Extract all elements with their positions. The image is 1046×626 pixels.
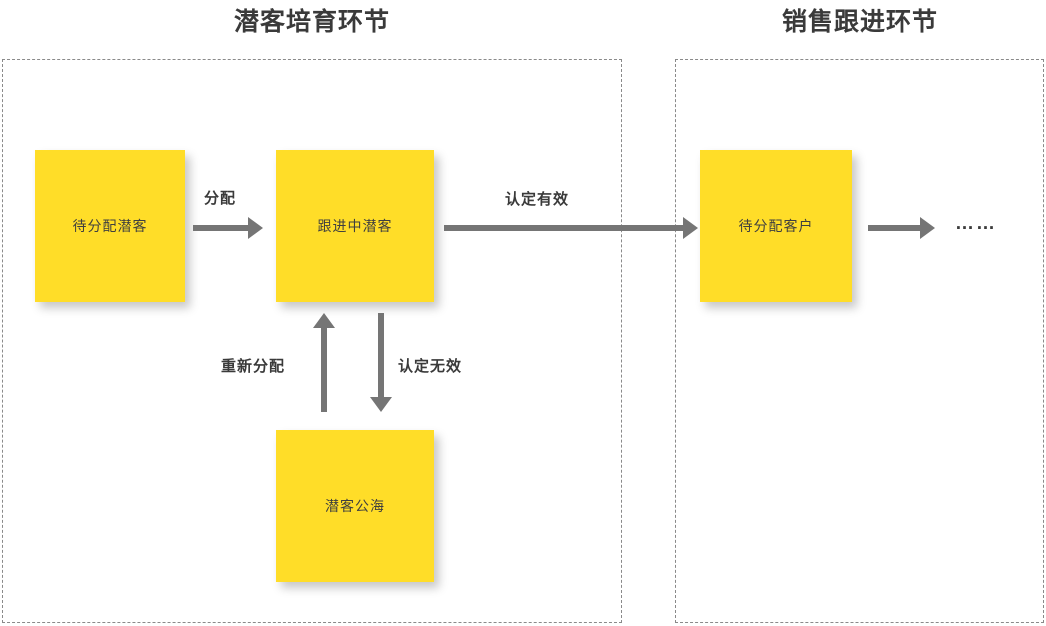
node-label-cust-unassigned: 待分配客户 <box>738 217 814 234</box>
node-label-lead-unassigned: 待分配潜客 <box>72 217 148 234</box>
arrow-invalid-icon <box>378 313 384 398</box>
node-lead-pool[interactable]: 潜客公海 <box>276 430 434 582</box>
node-cust-unassigned[interactable]: 待分配客户 <box>700 150 852 302</box>
node-lead-following[interactable]: 跟进中潜客 <box>276 150 434 302</box>
edge-label-reassign: 重新分配 <box>221 358 286 375</box>
arrow-reassign-icon <box>321 327 327 412</box>
edge-label-invalid: 认定无效 <box>398 358 463 375</box>
edge-label-valid: 认定有效 <box>505 191 570 208</box>
continuation-ellipsis: …… <box>955 213 997 234</box>
edge-label-assign: 分配 <box>204 190 237 207</box>
node-label-lead-pool: 潜客公海 <box>325 497 385 514</box>
phase-title-sales-followup: 销售跟进环节 <box>781 8 938 36</box>
arrow-assign-icon <box>193 225 249 231</box>
phase-container-lead-nurturing <box>2 59 622 623</box>
phase-title-lead-nurturing: 潜客培育环节 <box>233 8 390 36</box>
arrow-valid-icon <box>444 225 684 231</box>
node-label-lead-following: 跟进中潜客 <box>317 217 393 234</box>
phase-container-sales-followup <box>675 59 1044 623</box>
node-lead-unassigned[interactable]: 待分配潜客 <box>35 150 185 302</box>
arrow-next-icon <box>868 225 921 231</box>
